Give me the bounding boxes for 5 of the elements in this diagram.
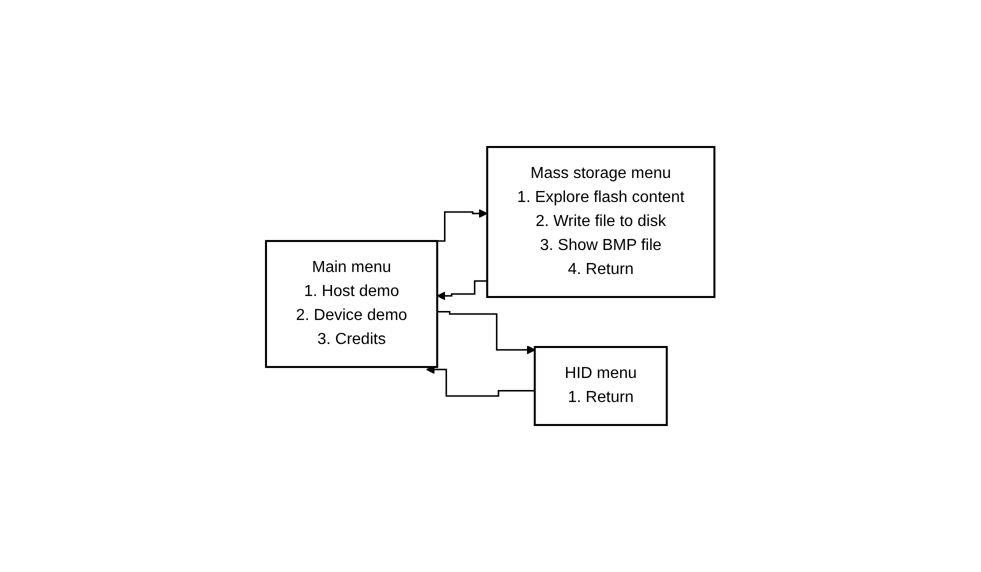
arrow (437, 280, 488, 300)
arrow (437, 311, 536, 354)
node-box: HID menu 1. Return (534, 346, 668, 426)
node-box: Main menu 1. Host demo 2. Device demo 3. Credits (265, 240, 438, 368)
node-box: Mass storage menu 1. Explore flash content 2. Write file to disk 3. Show BMP file 4. Return (486, 146, 716, 298)
